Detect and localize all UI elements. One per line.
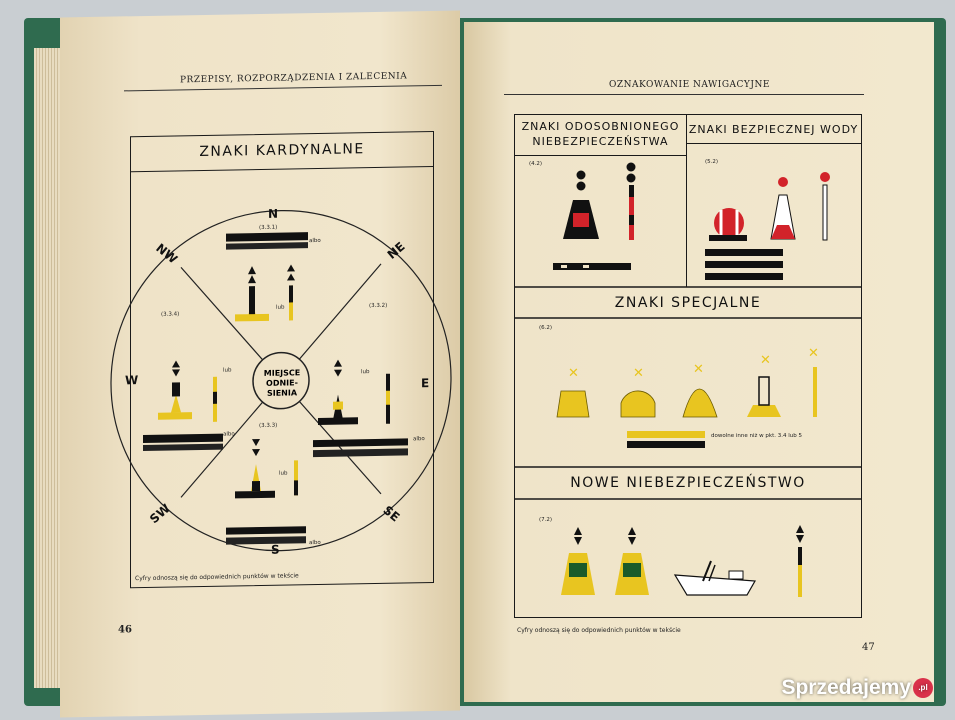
compass-w: W — [125, 373, 139, 388]
ref-isolated: (4.2) — [529, 161, 543, 167]
compass-n: N — [268, 206, 279, 221]
isolated-title-rule — [515, 155, 686, 156]
special-title: ZNAKI SPECJALNE — [614, 295, 762, 311]
special-note: dowolne inne niż w pkt. 3.4 lub 5 — [711, 433, 802, 439]
ref-new-danger: (7.2) — [539, 517, 553, 523]
lub-north: lub — [276, 304, 285, 311]
ref-west: (3.3.4) — [161, 311, 180, 318]
albo-west: albo — [223, 431, 235, 438]
lub-south: lub — [279, 470, 288, 477]
ref-special: (6.2) — [539, 325, 553, 331]
compass-s: S — [271, 542, 280, 557]
watermark-badge: .pl — [913, 678, 933, 699]
marks-drawing: ✕ ✕ ✕ ✕ ✕ — [515, 162, 861, 597]
cardinal-title: ZNAKI KARDYNALNE — [199, 141, 365, 161]
right-page-number: 47 — [862, 642, 875, 653]
top-divider — [686, 115, 687, 287]
svg-text:✕: ✕ — [568, 366, 579, 381]
cardinal-panel: ZNAKI KARDYNALNE — [110, 130, 452, 589]
ref-north: (3.3.1) — [259, 224, 278, 232]
marks-panel: ZNAKI ODOSOBNIONEGO NIEBEZPIECZEŃSTWA ZN… — [514, 114, 862, 634]
ref-safe: (5.2) — [705, 159, 719, 165]
left-page-number: 46 — [118, 624, 132, 636]
safe-title-rule — [686, 143, 861, 144]
isolated-title-line1: ZNAKI ODOSOBNIONEGO — [521, 120, 680, 133]
albo-south: albo — [309, 539, 321, 547]
left-page: PRZEPISY, ROZPORZĄDZENIA I ZALECENIA ZNA… — [60, 10, 460, 718]
right-caption: Cyfry odnoszą się do odpowiednich punktó… — [517, 627, 681, 634]
right-page: OZNAKOWANIE NAWIGACYJNE ZNAKI ODOSOBNION… — [464, 22, 934, 702]
svg-text:✕: ✕ — [633, 366, 644, 381]
isolated-title: ZNAKI ODOSOBNIONEGO NIEBEZPIECZEŃSTWA — [515, 119, 686, 149]
safe-water-title: ZNAKI BEZPIECZNEJ WODY — [688, 123, 859, 136]
ref-east: (3.3.2) — [369, 302, 388, 310]
svg-text:✕: ✕ — [760, 353, 771, 368]
isolated-title-line2: NIEBEZPIECZEŃSTWA — [532, 135, 669, 148]
lub-east: lub — [361, 369, 370, 376]
svg-text:✕: ✕ — [808, 346, 819, 361]
albo-east: albo — [413, 436, 425, 443]
svg-text:✕: ✕ — [693, 362, 704, 377]
page-stack — [34, 48, 64, 688]
left-head-rule — [124, 84, 442, 92]
compass-diagram — [110, 210, 452, 552]
lub-west: lub — [223, 367, 232, 374]
watermark: Sprzedajemy.pl — [781, 676, 933, 700]
ref-south: (3.3.3) — [259, 422, 278, 430]
right-head-rule — [504, 94, 864, 95]
albo-north: albo — [309, 237, 321, 245]
right-running-head: OZNAKOWANIE NAWIGACYJNE — [609, 80, 770, 90]
center-label: MIEJSCE ODNIE- SIENIA — [254, 368, 310, 399]
left-running-head: PRZEPISY, ROZPORZĄDZENIA I ZALECENIA — [180, 71, 408, 86]
center-line-3: SIENIA — [266, 388, 298, 398]
watermark-text: Sprzedajemy — [781, 676, 911, 699]
new-danger-title: NOWE NIEBEZPIECZEŃSTWO — [570, 475, 806, 491]
compass-e: E — [421, 376, 430, 391]
